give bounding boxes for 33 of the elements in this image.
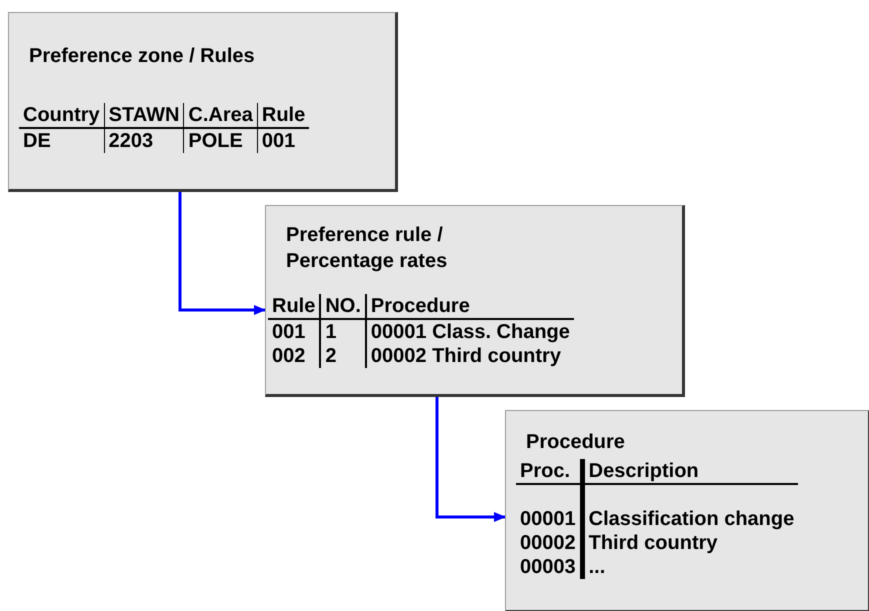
column-header: NO.	[325, 294, 361, 318]
table-entry: DE	[23, 129, 51, 153]
card-title: Preference rule / Percentage rates	[286, 223, 448, 274]
table-entry: 00002 Third country	[370, 344, 561, 368]
column-header: Rule	[272, 294, 316, 318]
table-entry: 00003	[520, 555, 576, 579]
column-header: Proc.	[520, 459, 570, 483]
arrow	[436, 397, 506, 522]
table-card	[505, 410, 869, 611]
table-card	[8, 12, 398, 192]
table-entry: 001	[262, 129, 296, 153]
column-header: STAWN	[108, 103, 180, 127]
table-entry: Third country	[588, 531, 718, 555]
column-header: Rule	[262, 103, 306, 127]
table-entry: 2	[325, 344, 336, 368]
table-entry: 2203	[108, 129, 154, 153]
table-entry: POLE	[188, 129, 243, 153]
card-title: Procedure	[526, 430, 625, 455]
column-header: Description	[588, 459, 699, 483]
card-title: Preference zone / Rules	[29, 44, 255, 69]
table-entry: 002	[272, 344, 306, 368]
table-entry: 001	[272, 320, 306, 344]
column-header: C.Area	[188, 103, 253, 127]
table-card	[265, 205, 685, 397]
table-entry: 00001	[520, 507, 576, 531]
table-entry: 00002	[520, 531, 576, 555]
column-header: Procedure	[370, 294, 470, 318]
table-entry: 00001 Class. Change	[370, 320, 570, 344]
arrow	[178, 192, 266, 315]
table-entry: Classification change	[588, 507, 794, 531]
table-entry: 1	[325, 320, 336, 344]
table-entry: ...	[588, 555, 606, 579]
column-header: Country	[23, 103, 100, 127]
